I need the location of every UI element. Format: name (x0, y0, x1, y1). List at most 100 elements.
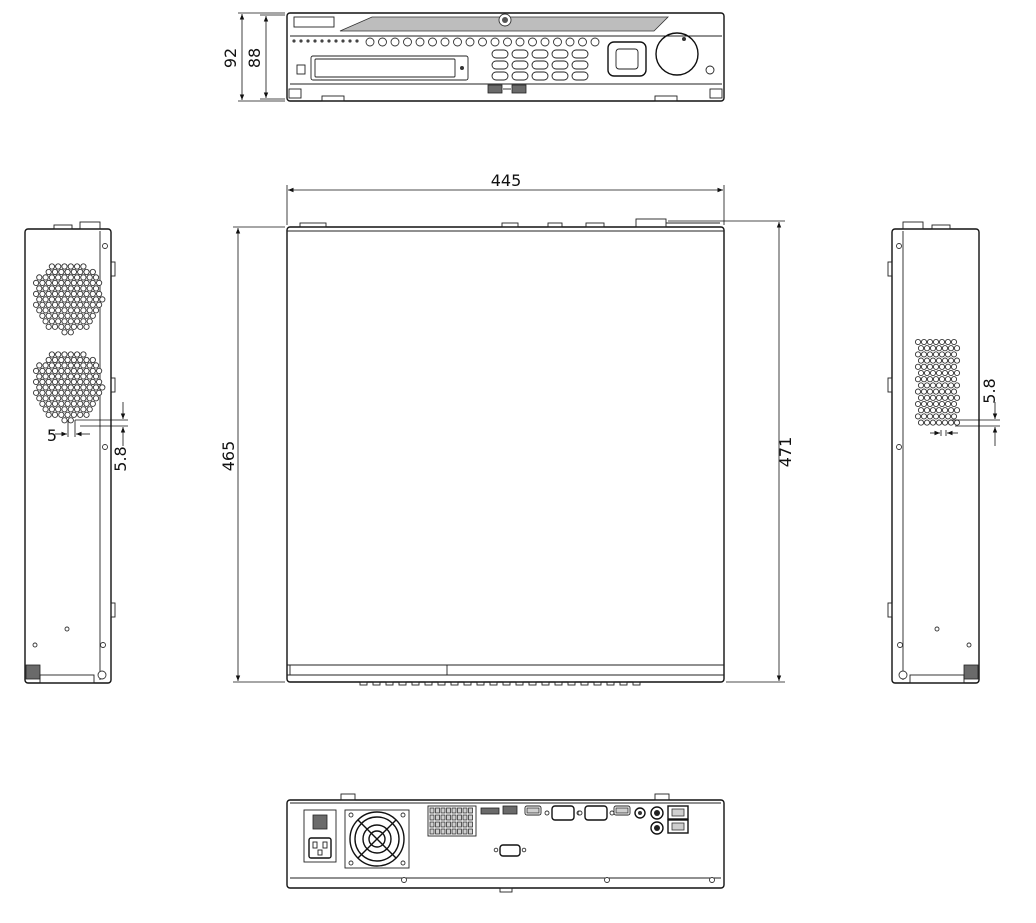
vent-hole (86, 373, 93, 380)
vent-hole (42, 406, 49, 413)
vent-hole (55, 274, 62, 281)
dim-right-hole-vertical: 5.8 (980, 378, 999, 403)
vent-hole (947, 369, 955, 377)
vent-hole (58, 323, 65, 330)
vent-hole (61, 384, 68, 391)
vent-hole (92, 307, 100, 314)
vent-hole (950, 413, 958, 420)
vent-hole (926, 338, 934, 346)
vent-hole (58, 356, 65, 364)
vent-hole (48, 285, 55, 292)
vent-hole (70, 378, 77, 385)
keypad-button (511, 71, 529, 81)
vent-hole (64, 268, 71, 276)
terminal-pin (457, 821, 462, 828)
terminal-pin (429, 821, 435, 828)
keypad-button (511, 60, 529, 70)
terminal-pin (429, 828, 435, 835)
vent-hole (51, 411, 59, 418)
vent-hole (70, 268, 77, 276)
vent-hole (941, 369, 949, 377)
terminal-pin (462, 828, 468, 835)
vent-hole (77, 356, 84, 364)
round-button (553, 37, 562, 47)
vent-hole (86, 307, 93, 314)
vent-hole (953, 407, 961, 414)
vent-hole (58, 268, 65, 276)
round-button (565, 37, 575, 47)
vent-hole (77, 290, 84, 297)
vent-hole (33, 378, 40, 385)
vent-hole (929, 369, 937, 377)
vent-hole (42, 318, 49, 325)
vent-hole (55, 395, 62, 402)
vent-hole (86, 384, 93, 391)
vent-hole (941, 382, 949, 389)
round-button (478, 37, 487, 47)
vent-hole (86, 274, 93, 281)
led-dot (320, 39, 324, 43)
vent-hole (42, 384, 49, 391)
vent-hole (45, 323, 52, 330)
vent-hole (67, 417, 74, 424)
terminal-pin (446, 807, 451, 814)
vent-hole (83, 411, 90, 418)
vent-hole (926, 413, 934, 420)
vent-hole (39, 389, 46, 396)
vent-hole (58, 279, 65, 286)
vent-hole (67, 263, 74, 270)
vent-hole (61, 318, 68, 325)
vent-hole (55, 362, 62, 369)
vent-hole (67, 395, 74, 402)
vent-hole (86, 318, 93, 325)
left-fan-grille-bottom (33, 351, 106, 424)
vent-hole (926, 363, 934, 370)
vent-hole (917, 407, 925, 414)
round-button (453, 37, 462, 47)
vent-hole (67, 362, 74, 369)
front-edge-bump (476, 681, 485, 686)
vent-hole (920, 351, 928, 358)
vent-hole (67, 373, 74, 380)
led-dot (306, 39, 310, 43)
vent-hole (61, 296, 68, 303)
vent-hole (947, 382, 955, 389)
vent-hole (64, 356, 71, 364)
vent-hole (83, 389, 90, 396)
front-view: 92 88 (221, 12, 725, 102)
vent-hole (55, 296, 62, 303)
vent-hole (64, 301, 71, 308)
vent-hole (51, 378, 59, 385)
vent-hole (64, 389, 71, 396)
led-dot (348, 39, 352, 43)
vent-hole (941, 419, 949, 426)
vent-hole (89, 378, 96, 385)
vent-hole (941, 357, 949, 364)
front-edge-bump (528, 681, 537, 686)
vent-hole (58, 378, 65, 385)
vent-hole (935, 407, 943, 414)
vent-hole (45, 268, 52, 276)
vent-hole (80, 362, 87, 369)
vent-hole (83, 312, 90, 319)
vent-hole (74, 395, 81, 402)
vent-hole (77, 400, 84, 407)
vent-hole (926, 400, 934, 408)
vent-hole (80, 395, 87, 402)
vent-hole (51, 389, 59, 396)
vent-hole (929, 394, 937, 401)
round-button (440, 37, 450, 47)
round-button (540, 37, 550, 47)
vent-hole (55, 307, 62, 314)
front-edge-bump (359, 681, 368, 686)
vent-hole (61, 307, 68, 314)
led-dot (334, 39, 338, 43)
vent-hole (920, 376, 928, 383)
vent-hole (74, 406, 81, 413)
round-button (578, 37, 587, 47)
vent-hole (83, 323, 90, 330)
front-edge-bump (398, 681, 407, 686)
terminal-pin (435, 814, 440, 821)
vent-hole (55, 263, 62, 270)
round-button (428, 37, 437, 47)
